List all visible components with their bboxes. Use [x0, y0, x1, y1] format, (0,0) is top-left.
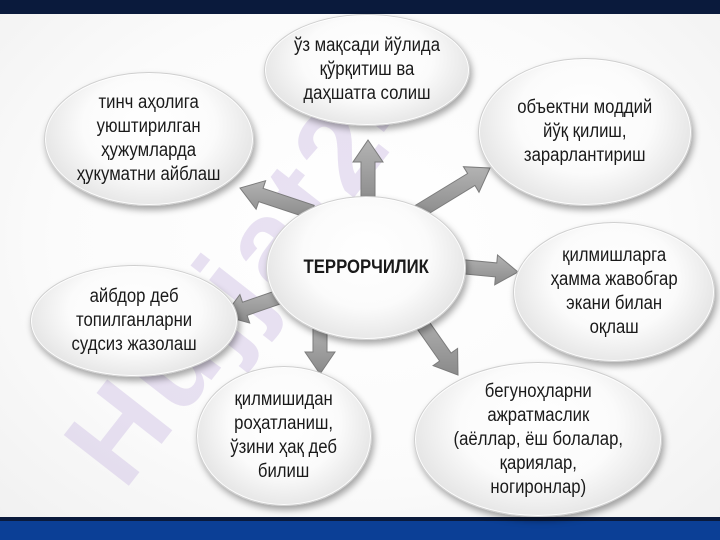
node-right-label: қилмишларга ҳамма жавобгар экани билан о…	[550, 245, 678, 338]
node-lower-right: бегуноҳларни ажратмаслик (аёллар, ёш бол…	[414, 362, 662, 517]
node-lower-center: қилмишидан роҳатланиш, ўзини ҳақ деб бил…	[196, 366, 372, 506]
node-center: ТЕРРОРЧИЛИК	[266, 196, 466, 340]
node-upper-left: тинч аҳолига уюштирилган ҳужумларда ҳуку…	[44, 72, 254, 206]
node-lower-center-label: қилмишидан роҳатланиш, ўзини ҳақ деб бил…	[230, 389, 338, 482]
node-right: қилмишларга ҳамма жавобгар экани билан о…	[513, 222, 715, 362]
node-upper-right-label: объектни моддий йўқ қилиш, зарарлантириш	[517, 97, 653, 166]
node-top: ўз мақсади йўлида қўрқитиш ва даҳшатга с…	[264, 14, 470, 126]
top-band	[0, 0, 720, 14]
node-upper-left-label: тинч аҳолига уюштирилган ҳужумларда ҳуку…	[77, 92, 221, 185]
node-lower-right-label: бегуноҳларни ажратмаслик (аёллар, ёш бол…	[453, 380, 623, 498]
node-center-label: ТЕРРОРЧИЛИК	[303, 257, 429, 278]
node-upper-right: объектни моддий йўқ қилиш, зарарлантириш	[478, 58, 692, 206]
bottom-band	[0, 517, 720, 540]
node-left-label: айбдор деб топилганларни судсиз жазолаш	[71, 286, 197, 355]
arrow-to-upper-right	[413, 166, 491, 219]
node-left: айбдор деб топилганларни судсиз жазолаш	[30, 265, 238, 377]
node-top-label: ўз мақсади йўлида қўрқитиш ва даҳшатга с…	[293, 35, 441, 104]
